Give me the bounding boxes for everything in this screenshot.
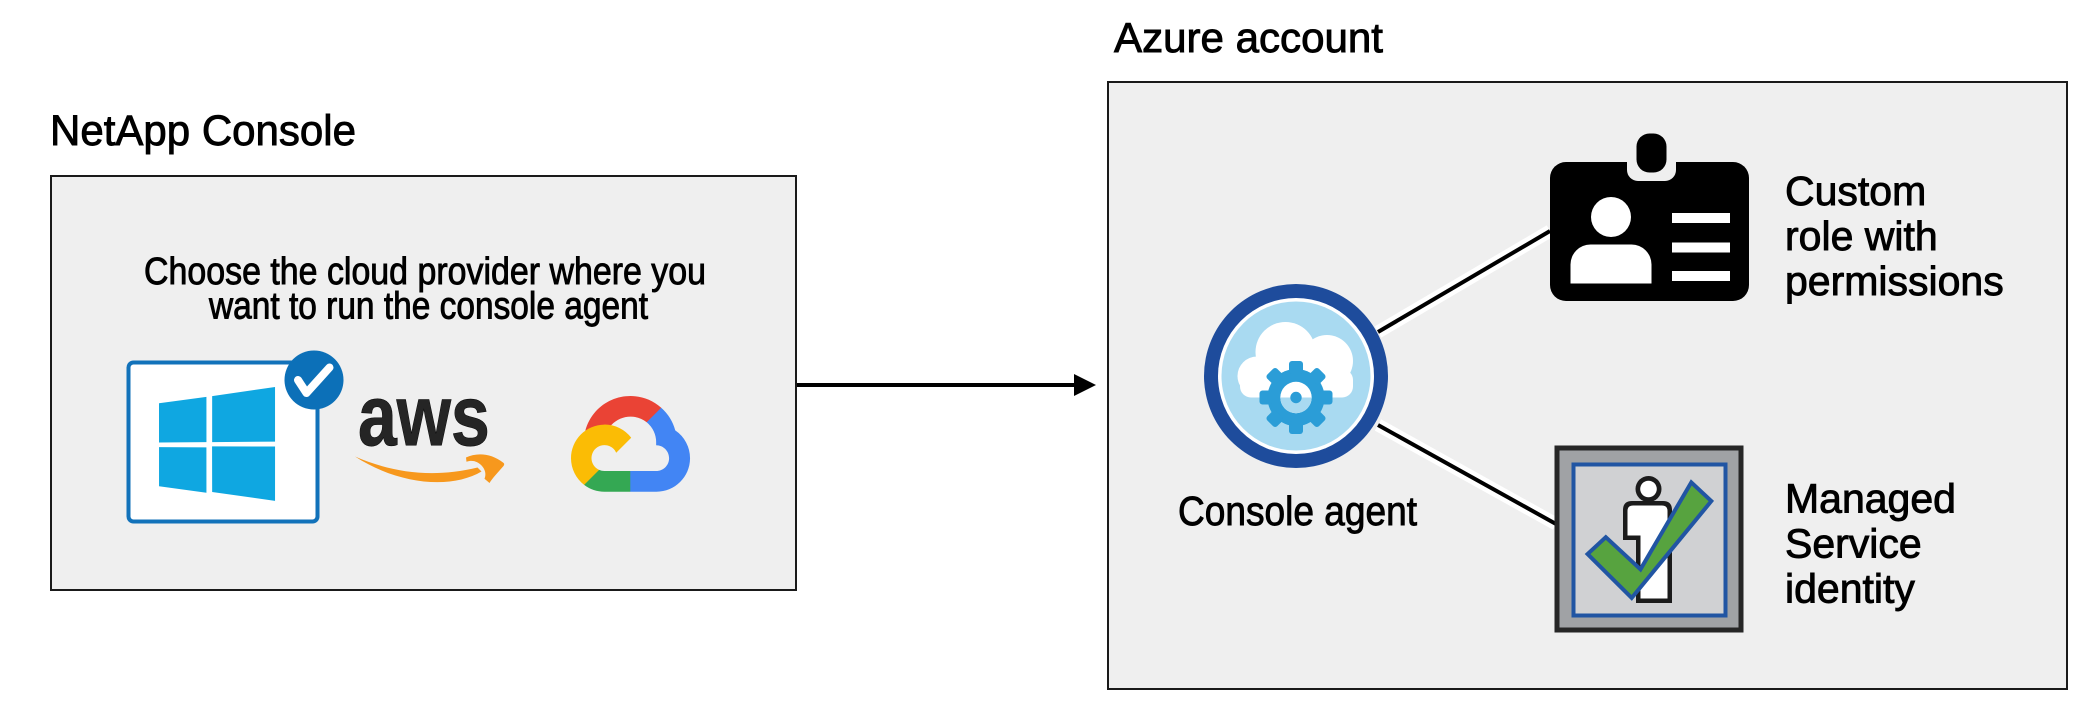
svg-text:want to run the console agent: want to run the console agent bbox=[208, 286, 648, 328]
svg-text:Console agent: Console agent bbox=[1178, 488, 1418, 534]
svg-text:identity: identity bbox=[1785, 566, 1915, 612]
svg-text:role with: role with bbox=[1785, 213, 1938, 259]
svg-text:Managed: Managed bbox=[1785, 476, 1956, 522]
svg-text:Custom: Custom bbox=[1785, 168, 1926, 214]
svg-text:Service: Service bbox=[1785, 521, 1922, 567]
svg-text:permissions: permissions bbox=[1785, 258, 2004, 304]
svg-text:Azure account: Azure account bbox=[1114, 14, 1383, 61]
svg-text:NetApp Console: NetApp Console bbox=[50, 107, 356, 155]
svg-text:Choose the cloud provider wher: Choose the cloud provider where you bbox=[144, 251, 706, 293]
svg-text:aws: aws bbox=[358, 370, 490, 464]
